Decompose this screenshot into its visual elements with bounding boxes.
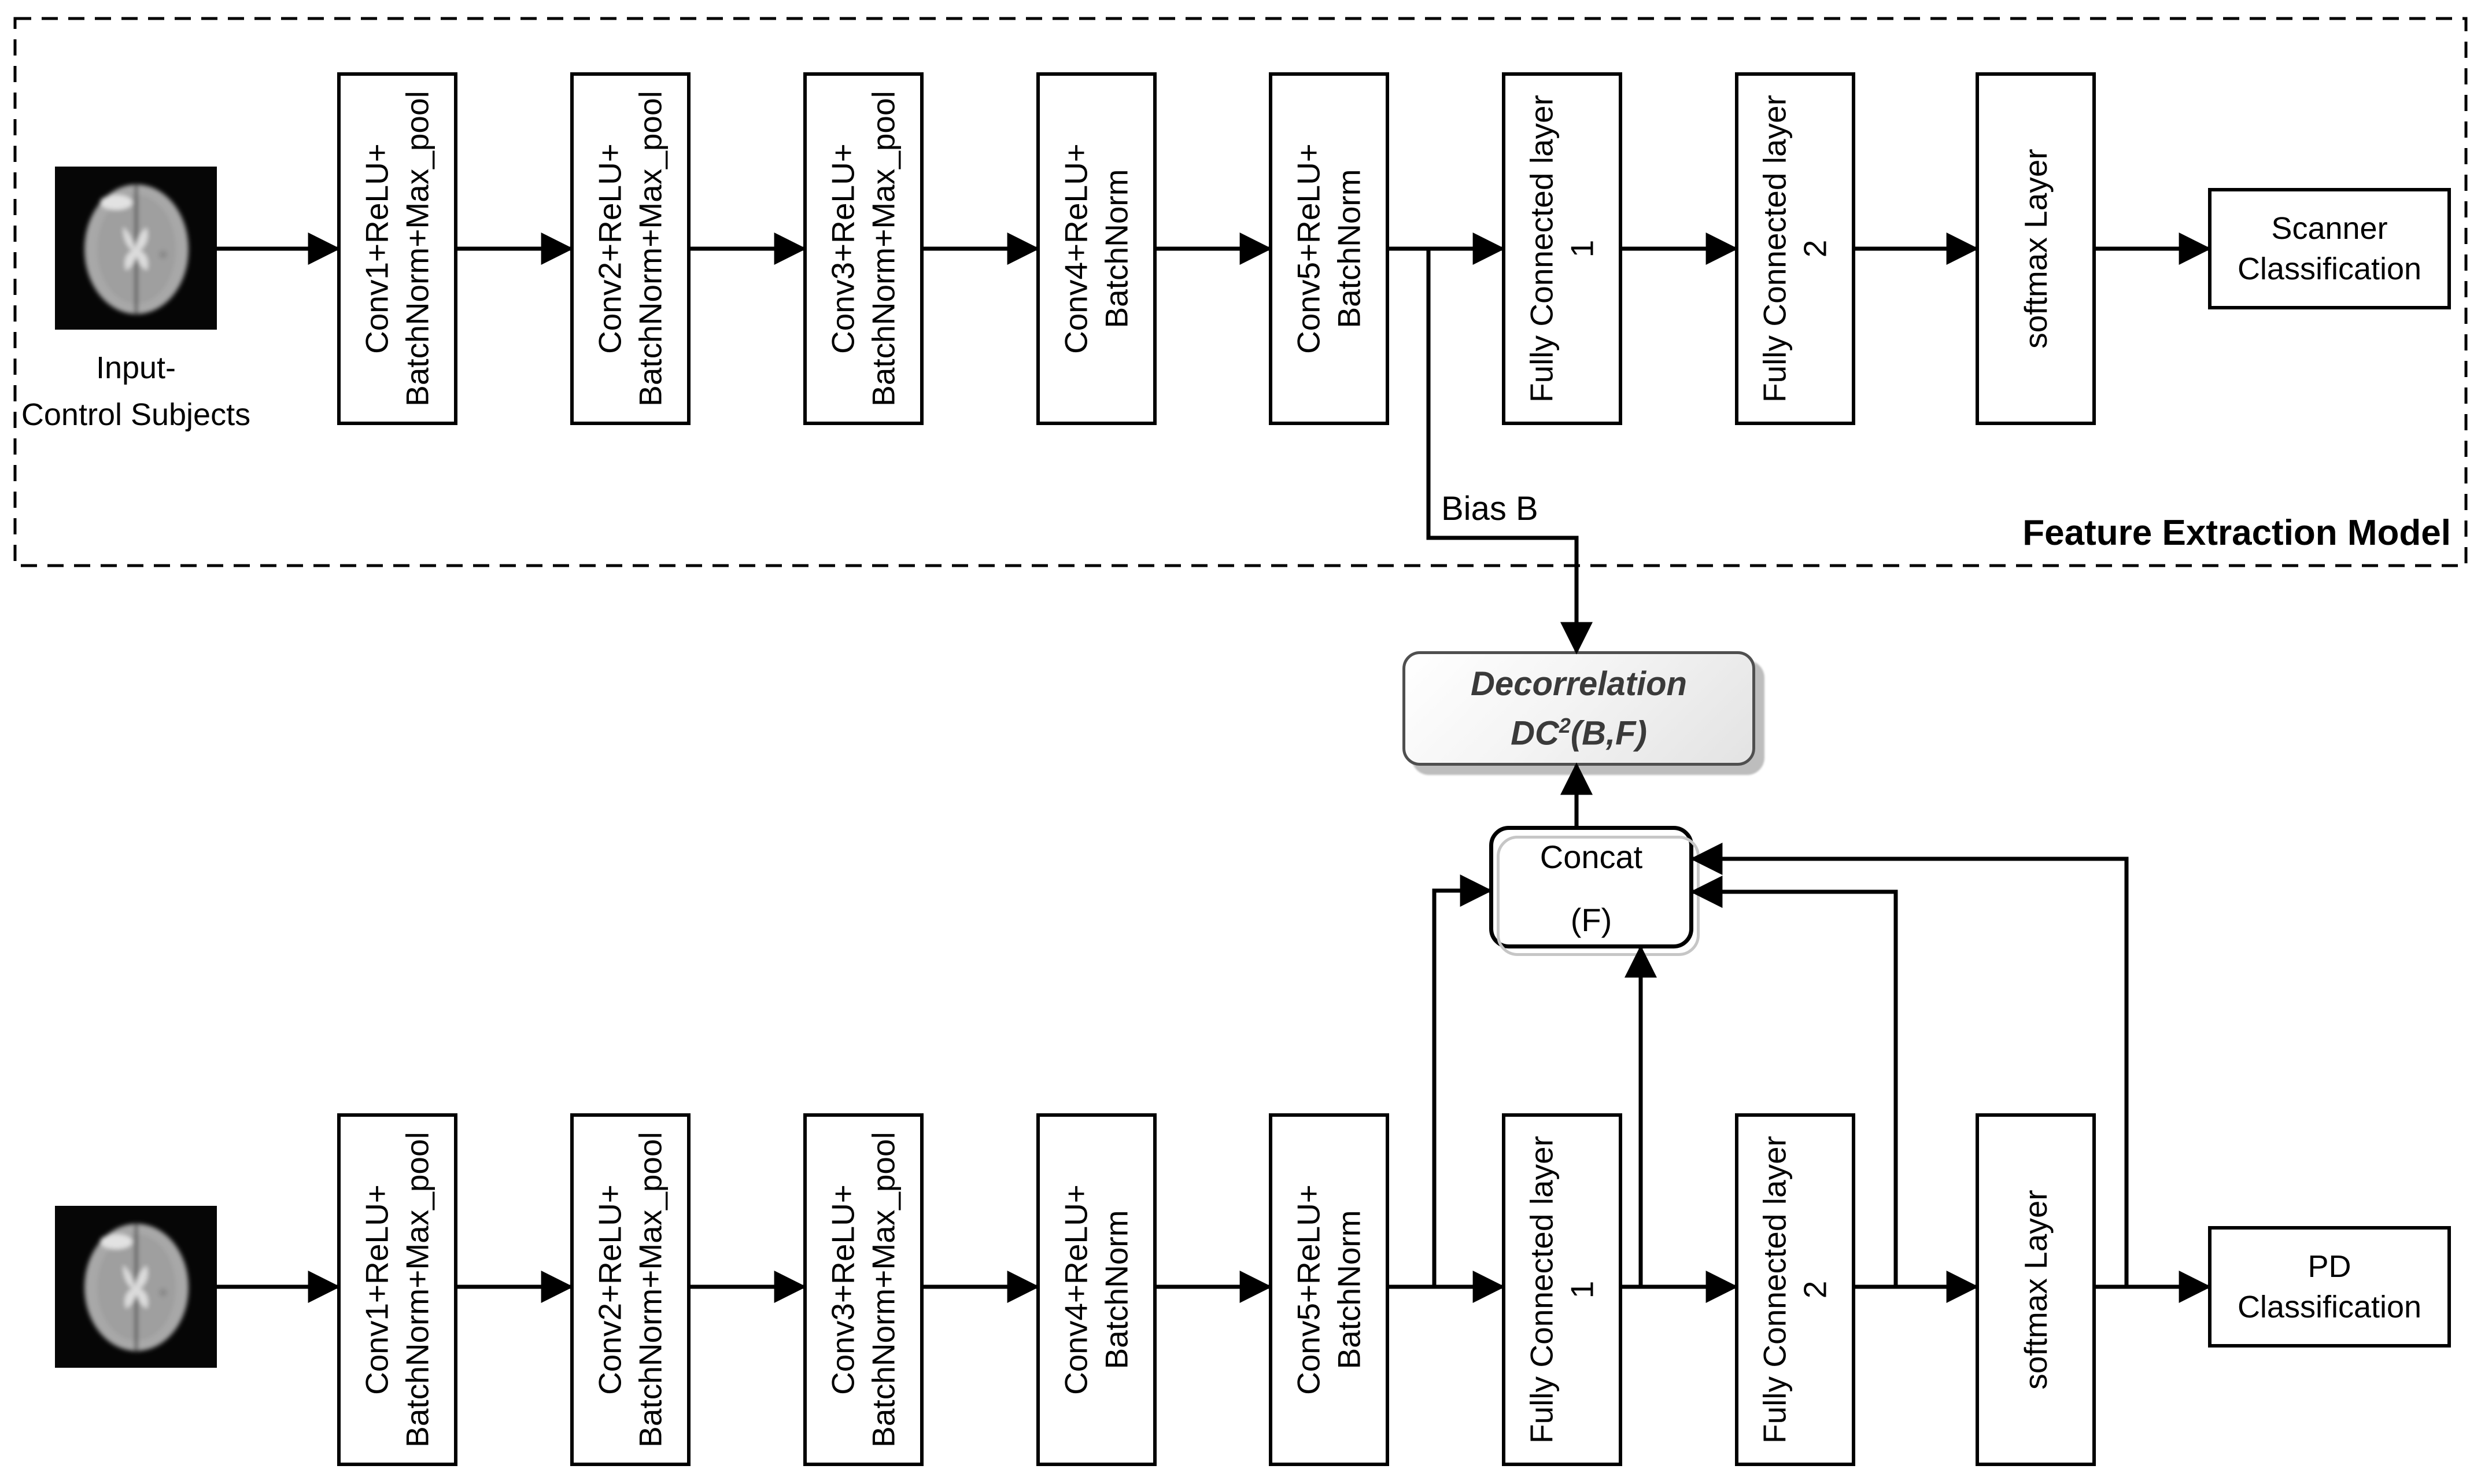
layer-box-top-conv1: Conv1+ReLU+ BatchNorm+Max_pool bbox=[337, 72, 457, 425]
brain-mri-image-bottom bbox=[55, 1206, 217, 1368]
layer-label: BatchNorm bbox=[1331, 1210, 1367, 1369]
layer-box-bottom-conv1: Conv1+ReLU+ BatchNorm+Max_pool bbox=[337, 1113, 457, 1466]
layer-label: BatchNorm+Max_pool bbox=[633, 91, 669, 407]
flow-arrows bbox=[217, 232, 2212, 1303]
layer-label: softmax Layer bbox=[2017, 1190, 2054, 1390]
layer-box-top-conv4: Conv4+ReLU+ BatchNorm bbox=[1036, 72, 1157, 425]
layer-label: Conv1+ReLU+ bbox=[359, 1184, 395, 1395]
scanner-classification-line1: Scanner bbox=[2271, 211, 2388, 246]
layer-label: BatchNorm+Max_pool bbox=[866, 91, 902, 407]
input-caption-line1: Input- bbox=[95, 350, 176, 385]
layer-box-top-fc1: Fully Connected layer 1 bbox=[1502, 72, 1622, 425]
layer-label: Conv4+ReLU+ bbox=[1058, 143, 1094, 354]
input-caption-line2: Control Subjects bbox=[21, 397, 251, 432]
layer-box-bottom-softmax: softmax Layer bbox=[1976, 1113, 2096, 1466]
layer-label: BatchNorm bbox=[1099, 1210, 1135, 1369]
pd-classification-line2: Classification bbox=[2237, 1290, 2422, 1324]
decorrelation-title: Decorrelation bbox=[1471, 665, 1687, 703]
layer-label: BatchNorm+Max_pool bbox=[866, 1132, 902, 1448]
layer-label: Conv2+ReLU+ bbox=[592, 1184, 628, 1395]
layer-box-bottom-conv4: Conv4+ReLU+ BatchNorm bbox=[1036, 1113, 1157, 1466]
decorrelation-formula: DC2(B,F) bbox=[1511, 713, 1647, 752]
input-caption: Input- Control Subjects bbox=[0, 345, 272, 438]
layer-box-bottom-conv5: Conv5+ReLU+ BatchNorm bbox=[1269, 1113, 1389, 1466]
bias-b-label: Bias B bbox=[1441, 490, 1538, 527]
layer-label: BatchNorm+Max_pool bbox=[400, 91, 435, 407]
scanner-classification-line2: Classification bbox=[2237, 252, 2422, 286]
layer-label: Conv5+ReLU+ bbox=[1290, 1184, 1327, 1395]
layer-label: BatchNorm+Max_pool bbox=[633, 1132, 669, 1448]
layer-label: Conv4+ReLU+ bbox=[1058, 1184, 1094, 1395]
pd-classification-box: PD Classification bbox=[2208, 1226, 2451, 1348]
layer-label: 2 bbox=[1797, 239, 1833, 258]
concat-subtitle: (F) bbox=[1570, 902, 1612, 938]
layer-box-bottom-conv2: Conv2+ReLU+ BatchNorm+Max_pool bbox=[570, 1113, 691, 1466]
layer-label: Conv2+ReLU+ bbox=[592, 143, 628, 354]
layer-label: Conv5+ReLU+ bbox=[1290, 143, 1327, 354]
layer-label: Fully Connected layer bbox=[1523, 1136, 1560, 1444]
brain-mri-image-top bbox=[55, 167, 217, 330]
layer-box-top-conv2: Conv2+ReLU+ BatchNorm+Max_pool bbox=[570, 72, 691, 425]
layer-box-bottom-conv3: Conv3+ReLU+ BatchNorm+Max_pool bbox=[803, 1113, 924, 1466]
layer-box-top-softmax: softmax Layer bbox=[1976, 72, 2096, 425]
layer-box-top-fc2: Fully Connected layer 2 bbox=[1735, 72, 1855, 425]
concat-title: Concat bbox=[1539, 839, 1643, 875]
layer-label: 1 bbox=[1564, 239, 1600, 258]
tap-after-conv5-to-concat-left bbox=[1432, 874, 1493, 1287]
scanner-classification-box: Scanner Classification bbox=[2208, 188, 2451, 309]
layer-box-bottom-fc2: Fully Connected layer 2 bbox=[1735, 1113, 1855, 1466]
layer-box-top-conv5: Conv5+ReLU+ BatchNorm bbox=[1269, 72, 1389, 425]
layer-label: Conv1+ReLU+ bbox=[359, 143, 395, 354]
layer-box-top-conv3: Conv3+ReLU+ BatchNorm+Max_pool bbox=[803, 72, 924, 425]
layer-label: Conv3+ReLU+ bbox=[825, 1184, 861, 1395]
layer-label: BatchNorm bbox=[1099, 169, 1135, 328]
layer-box-bottom-fc1: Fully Connected layer 1 bbox=[1502, 1113, 1622, 1466]
layer-label: BatchNorm+Max_pool bbox=[400, 1132, 435, 1448]
concat-block: Concat (F) bbox=[1489, 826, 1700, 956]
layer-label: Fully Connected layer bbox=[1756, 1136, 1793, 1444]
layer-label: Fully Connected layer bbox=[1523, 95, 1560, 403]
layer-label: BatchNorm bbox=[1331, 169, 1367, 328]
layer-label: softmax Layer bbox=[2017, 149, 2054, 349]
layer-label: Fully Connected layer bbox=[1756, 95, 1793, 403]
layer-label: 1 bbox=[1564, 1280, 1600, 1299]
decorrelation-block: Decorrelation DC2(B,F) bbox=[1402, 651, 1755, 766]
layer-label: 2 bbox=[1797, 1280, 1833, 1299]
feature-extraction-model-title: Feature Extraction Model bbox=[2022, 513, 2451, 553]
layer-label: Conv3+ReLU+ bbox=[825, 143, 861, 354]
pd-classification-line1: PD bbox=[2308, 1249, 2351, 1284]
